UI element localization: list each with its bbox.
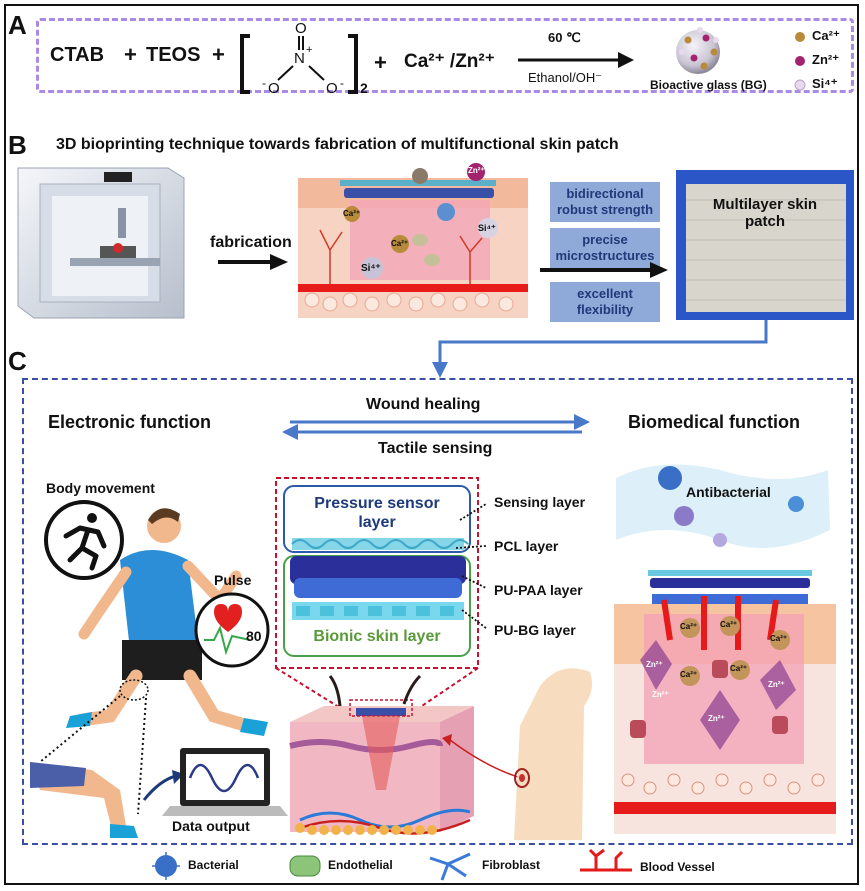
metal-ions: Ca²⁺ /Zn²⁺ <box>404 51 495 72</box>
product-label: Bioactive glass (BG) <box>650 78 767 92</box>
tissue-ion-ca: Ca²⁺ <box>770 634 788 643</box>
reaction-solvent: Ethanol/OH⁻ <box>528 70 603 85</box>
tissue-ion-zn: Zn²⁺ <box>646 660 663 669</box>
wound-healing-label: Wound healing <box>366 396 481 413</box>
property-chip: excellent flexibility <box>550 282 660 322</box>
pu-bg-layer-label: PU-BG layer <box>494 622 576 638</box>
panel-b-title: 3D bioprinting technique towards fabrica… <box>56 136 619 153</box>
legend-fibroblast: Fibroblast <box>482 858 541 872</box>
legend-si: Si⁴⁺ <box>812 76 838 91</box>
skin-ion-zn: Zn²⁺ <box>468 166 485 175</box>
legend-ca: Ca²⁺ <box>812 28 840 43</box>
fabrication-label: fabrication <box>210 234 292 251</box>
tissue-ion-ca: Ca²⁺ <box>680 670 698 679</box>
body-movement-label: Body movement <box>46 480 155 496</box>
legend-blood-vessel: Blood Vessel <box>640 860 715 874</box>
plus-sign: + <box>374 50 387 75</box>
nitrate-plus: + <box>306 44 313 56</box>
antibacterial-label: Antibacterial <box>686 484 771 500</box>
plus-sign: + <box>212 42 225 67</box>
tissue-ion-ca: Ca²⁺ <box>680 622 698 631</box>
legend-zn: Zn²⁺ <box>812 52 840 67</box>
tissue-ion-zn: Zn²⁺ <box>768 680 785 689</box>
reactant-teos: TEOS <box>146 44 201 66</box>
reactant-ctab: CTAB <box>50 44 105 66</box>
figure-frame <box>4 4 859 885</box>
nitrate-subscript: 2 <box>360 80 368 96</box>
sensing-layer-label: Sensing layer <box>494 494 586 510</box>
tissue-ion-zn: Zn²⁺ <box>708 714 725 723</box>
patch-label: Multilayer skin patch <box>712 196 818 230</box>
tissue-ion-ca: Ca²⁺ <box>720 620 738 629</box>
nitrate-o-left: O <box>268 80 280 97</box>
nitrate-minus-right: - <box>340 76 344 90</box>
tissue-ion-zn: Zn²⁺ <box>652 690 669 699</box>
pulse-value: 80 <box>246 628 262 644</box>
bionic-skin-layer-label: Bionic skin layer <box>313 628 441 645</box>
pulse-label: Pulse <box>214 572 252 588</box>
nitrate-n: N <box>294 50 305 67</box>
skin-ion-si: Si⁴⁺ <box>478 223 496 233</box>
panel-a-letter: A <box>8 10 27 40</box>
pcl-layer-label: PCL layer <box>494 538 559 554</box>
skin-ion-si: Si⁴⁺ <box>361 263 381 274</box>
property-chip: bidirectional robust strength <box>550 182 660 222</box>
electronic-function-title: Electronic function <box>48 412 212 432</box>
panel-c-box <box>22 378 853 845</box>
legend-bacterial: Bacterial <box>188 858 239 872</box>
nitrate-minus-left: - <box>262 76 266 90</box>
property-chip: precise microstructures <box>550 228 660 268</box>
pu-paa-layer-label: PU-PAA layer <box>494 582 583 598</box>
tissue-ion-ca: Ca²⁺ <box>730 664 748 673</box>
legend-endothelial: Endothelial <box>328 858 393 872</box>
plus-sign: + <box>124 42 137 67</box>
panel-a-box <box>36 18 854 93</box>
skin-ion-ca: Ca²⁺ <box>391 239 409 248</box>
nitrate-o-top: O <box>295 20 307 37</box>
skin-ion-ca: Ca²⁺ <box>343 209 361 218</box>
tactile-sensing-label: Tactile sensing <box>378 440 493 457</box>
data-output-label: Data output <box>172 818 250 834</box>
pressure-sensor-layer-label: Pressure sensor layer <box>314 495 440 531</box>
panel-c-letter: C <box>8 346 27 376</box>
biomedical-function-title: Biomedical function <box>628 412 801 432</box>
panel-b-letter: B <box>8 130 27 160</box>
reaction-temperature: 60 ℃ <box>548 30 581 45</box>
nitrate-o-right: O <box>326 80 338 97</box>
